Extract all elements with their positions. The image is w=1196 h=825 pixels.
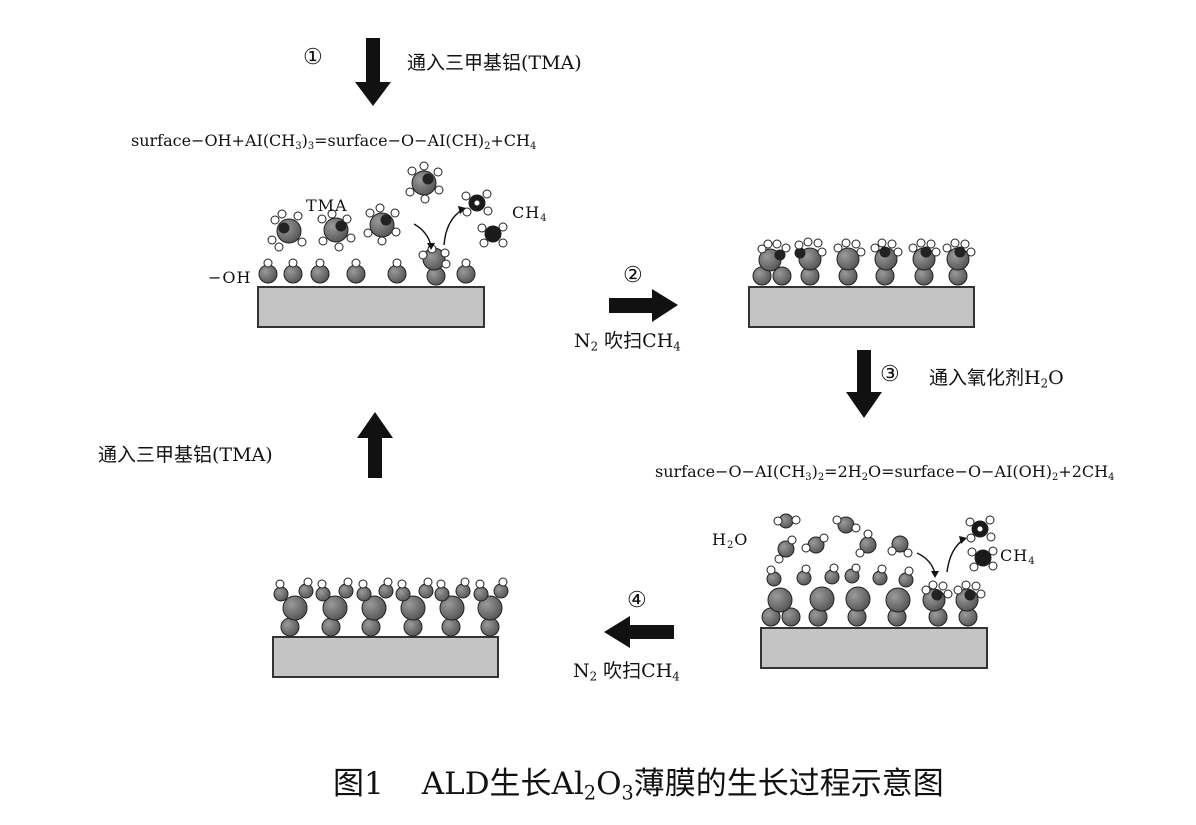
step2-label: N2 吹扫CH4 <box>574 330 681 354</box>
step3-label: 通入氧化剂H2O <box>929 367 1064 391</box>
ch4-label-1: CH4 <box>512 203 548 224</box>
h2o-label: H2O <box>712 530 749 551</box>
panel3-reaction-curve <box>916 552 936 575</box>
panel3-ch4-molecules <box>965 515 998 572</box>
step3-number: ③ <box>880 362 900 387</box>
return-step-label: 通入三甲基铝(TMA) <box>98 444 273 466</box>
step2-right-arrow <box>609 289 678 322</box>
panel2-al-ch3-surface <box>752 237 976 286</box>
panel3-surface <box>761 563 986 627</box>
step1-down-arrow <box>355 38 391 106</box>
panel1-oh-groups <box>258 244 476 286</box>
ch4-label-2: CH4 <box>1000 546 1036 567</box>
panel3-release-curve <box>946 539 964 573</box>
step2-number: ② <box>623 263 643 288</box>
panel4-al-oh-surface <box>273 577 509 637</box>
step4-label: N2 吹扫CH4 <box>573 660 680 684</box>
panel1-release-curve <box>443 209 463 246</box>
substrate-1 <box>257 286 485 328</box>
panel3-h2o-molecules <box>773 513 913 564</box>
step1-label: 通入三甲基铝(TMA) <box>407 52 582 74</box>
substrate-2 <box>748 286 975 328</box>
panel1-reaction-curve <box>413 223 432 247</box>
substrate-4 <box>272 636 499 678</box>
step4-number: ④ <box>627 588 647 613</box>
substrate-3 <box>760 627 988 669</box>
return-up-arrow <box>357 412 393 478</box>
step1-number: ① <box>303 45 323 70</box>
panel1-ch4-molecules <box>461 189 508 248</box>
oh-label: −OH <box>208 268 252 287</box>
step4-left-arrow <box>604 616 674 648</box>
equation-2: surface−O−AI(CH3)2=2H2O=surface−O−AI(OH)… <box>655 462 1115 483</box>
panel1-tma-molecules <box>267 161 444 252</box>
tma-label: TMA <box>306 196 348 215</box>
equation-1: surface−OH+AI(CH3)3=surface−O−AI(CH)2+CH… <box>131 131 537 152</box>
step3-down-arrow <box>846 350 882 418</box>
